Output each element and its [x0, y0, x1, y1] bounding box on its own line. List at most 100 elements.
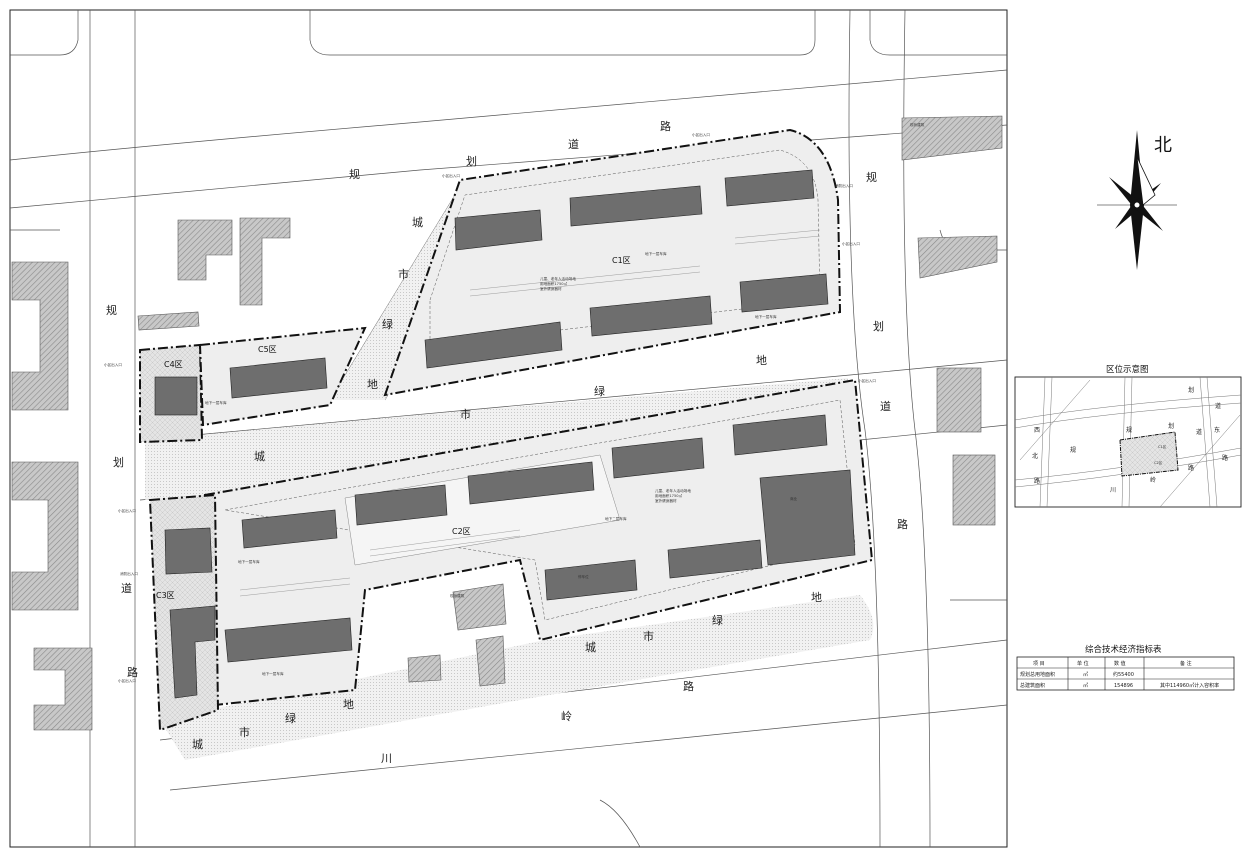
- tech-header-unit: 单 位: [1077, 660, 1089, 667]
- road-west-3: 道: [121, 581, 132, 595]
- lm-char-4: 道: [1196, 428, 1202, 436]
- lm-char-10: 规: [1070, 446, 1076, 454]
- lm-zone-c2: C2区: [1154, 461, 1163, 465]
- c2-parking-note: 停车位: [578, 574, 589, 579]
- children-area-note: 儿童、老年人活动场地: [540, 276, 576, 281]
- c2-east-entrance: 小区出入口: [858, 378, 876, 383]
- tech-header-value: 数 值: [1114, 660, 1126, 667]
- lm-char-9: 路: [1188, 464, 1194, 472]
- lm-zone-c1: C1区: [1158, 445, 1167, 449]
- road-east-2: 划: [873, 320, 884, 333]
- tech-row2-item: 总建筑面积: [1020, 682, 1045, 689]
- green-se-4: 地: [811, 591, 822, 604]
- c2-children-size: 用地面积1750㎡: [655, 493, 683, 498]
- zone-c1: C1区 儿童、老年人活动场地 用地面积1750㎡ 室外健身器材 地下一层车库 地…: [383, 128, 860, 397]
- green-se-3: 绿: [712, 613, 723, 627]
- road-south-2: 岭: [561, 709, 572, 723]
- zone-label-c2: C2区: [452, 527, 471, 536]
- green-diag-2: 市: [398, 267, 409, 281]
- c3-garage-note: 地下一层车库: [262, 671, 284, 676]
- green-south-3: 绿: [285, 711, 296, 725]
- neighbor-note-south: 现状建筑: [450, 593, 465, 598]
- c3-fire-entrance: 消防出入口: [120, 571, 138, 576]
- green-belt-center: [145, 378, 848, 500]
- c3-entrance: 小区出入口: [118, 678, 136, 683]
- road-west-1: 规: [106, 303, 117, 317]
- lm-char-13: 路: [1222, 454, 1228, 462]
- green-diag-1: 城: [412, 216, 423, 229]
- zone-c3: C3区 消防出入口 小区出入口 地下一层车库: [118, 493, 353, 732]
- tech-table: 综合技术经济指标表 项 目 单 位 数 值 备 注 规划总用地面积 ㎡ 约554…: [1016, 644, 1235, 691]
- road-east-3: 道: [880, 399, 891, 413]
- road-north-1: 规: [349, 167, 360, 181]
- children-area-equip: 室外健身器材: [540, 286, 562, 291]
- existing-buildings: [11, 115, 1003, 731]
- tech-row1-value: 约55400: [1113, 671, 1134, 678]
- north-arrow: 北: [1097, 130, 1177, 270]
- lm-char-2: 规: [1126, 426, 1132, 434]
- road-labels: 规 划 道 路 规 划 道 路 规 划 道 路 川 岭 路 城 市 绿 地 城 …: [106, 120, 908, 765]
- road-south-3: 路: [683, 680, 694, 693]
- tech-row1-unit: ㎡: [1083, 671, 1088, 678]
- lm-char-1: 北: [1032, 452, 1038, 460]
- lm-char-12: 道: [1215, 402, 1221, 410]
- green-se-2: 市: [643, 629, 654, 643]
- green-belt-south: [160, 595, 874, 760]
- c1-garage-note-2: 地下一层车库: [755, 314, 777, 319]
- green-center-3: 绿: [594, 384, 605, 398]
- tech-row2-unit: ㎡: [1083, 682, 1088, 689]
- c2-garage-note: 地下一层车库: [238, 559, 260, 564]
- c2-west-entrance: 小区出入口: [118, 508, 136, 513]
- zone-c4: C4区 小区出入口: [104, 343, 204, 444]
- tech-header-item: 项 目: [1033, 661, 1045, 667]
- c1-east-entrance: 小区出入口: [842, 241, 860, 246]
- green-diag-4: 地: [367, 378, 378, 391]
- c1-garage-note: 地下一层车库: [645, 251, 667, 256]
- lm-char-8: 岭: [1150, 476, 1156, 484]
- drawing-frame: [9, 9, 1008, 848]
- tech-header-note: 备 注: [1180, 660, 1192, 667]
- green-south-2: 市: [239, 725, 250, 739]
- lm-char-7: 川: [1110, 487, 1116, 494]
- road-south-1: 川: [381, 752, 392, 765]
- zone-label-c5: C5区: [258, 345, 277, 354]
- green-center-4: 地: [756, 354, 767, 367]
- children-area-size: 用地面积1750㎡: [540, 281, 568, 286]
- location-map-title: 区位示意图: [1106, 364, 1149, 375]
- neighbor-note-ne: 现状建筑: [910, 122, 925, 127]
- north-label: 北: [1154, 135, 1172, 156]
- lm-char-5: 路: [1034, 477, 1040, 485]
- tech-row2-value: 154896: [1114, 683, 1133, 689]
- tech-table-title: 综合技术经济指标表: [1085, 644, 1162, 655]
- zone-c5: C5区 地下一层车库: [198, 326, 367, 427]
- lm-char-11: 划: [1188, 386, 1194, 394]
- road-east-4: 路: [897, 518, 908, 531]
- road-north-2: 划: [466, 155, 477, 168]
- lm-char-0: 西: [1034, 427, 1040, 434]
- road-east-1: 规: [866, 170, 877, 184]
- location-map: 区位示意图 西 北 规 划 道 路 东 川 岭 路 规 划 道 路 C1区 C2…: [1014, 364, 1242, 508]
- green-diag-3: 绿: [382, 317, 393, 331]
- green-center-2: 市: [460, 407, 471, 421]
- road-west-2: 划: [113, 456, 124, 469]
- road-north-4: 路: [660, 120, 671, 133]
- zone-label-c1: C1区: [612, 256, 631, 265]
- c4-entrance: 小区出入口: [104, 362, 122, 367]
- c1-fire-entrance: 消防出入口: [835, 183, 853, 188]
- green-center-1: 城: [254, 450, 265, 463]
- zone-c2: C2区 儿童、老年人活动场地 用地面积1750㎡ 室外健身器材 商业 地下一层车…: [118, 378, 876, 707]
- green-south-1: 城: [192, 738, 203, 751]
- green-se-1: 城: [585, 641, 596, 654]
- c2-children-note: 儿童、老年人活动场地: [655, 488, 691, 493]
- road-north-3: 道: [568, 137, 579, 151]
- c1-nw-entrance: 小区出入口: [442, 173, 460, 178]
- zone-label-c4: C4区: [164, 360, 183, 369]
- c1-north-entrance: 小区出入口: [692, 132, 710, 137]
- tech-row2-note: 其中114960㎡计入容积率: [1160, 682, 1219, 689]
- lm-char-6: 东: [1214, 426, 1220, 434]
- lm-char-3: 划: [1168, 422, 1174, 430]
- c2-garage2-note: 地下二层车库: [605, 516, 627, 521]
- tech-row1-item: 规划总用地面积: [1020, 671, 1055, 678]
- c2-children-equip: 室外健身器材: [655, 498, 677, 503]
